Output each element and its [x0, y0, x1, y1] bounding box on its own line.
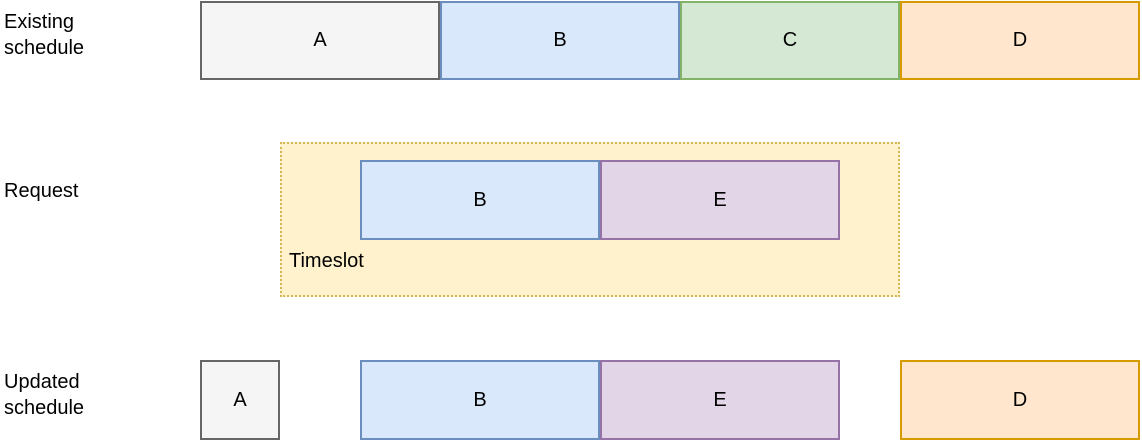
- updated-block-b: B: [360, 360, 600, 440]
- updated-schedule-label-line2: schedule: [4, 397, 85, 419]
- updated-block-a: A: [200, 360, 280, 440]
- timeslot-label: Timeslot: [289, 250, 364, 272]
- updated-schedule-label: Updated schedule: [4, 369, 84, 421]
- existing-block-a: A: [200, 1, 440, 80]
- existing-schedule-label-line2: schedule: [4, 37, 85, 59]
- request-block-e: E: [600, 160, 840, 240]
- existing-block-b: B: [440, 1, 680, 80]
- request-label: Request: [4, 180, 79, 202]
- request-block-b: B: [360, 160, 600, 240]
- existing-schedule-label-line1: Existing: [4, 11, 75, 33]
- updated-block-e: E: [600, 360, 840, 440]
- existing-block-d: D: [900, 1, 1140, 80]
- existing-block-c: C: [680, 1, 900, 80]
- existing-schedule-label: Existing schedule: [4, 9, 84, 61]
- updated-block-d: D: [900, 360, 1140, 440]
- updated-schedule-label-line1: Updated: [4, 371, 80, 393]
